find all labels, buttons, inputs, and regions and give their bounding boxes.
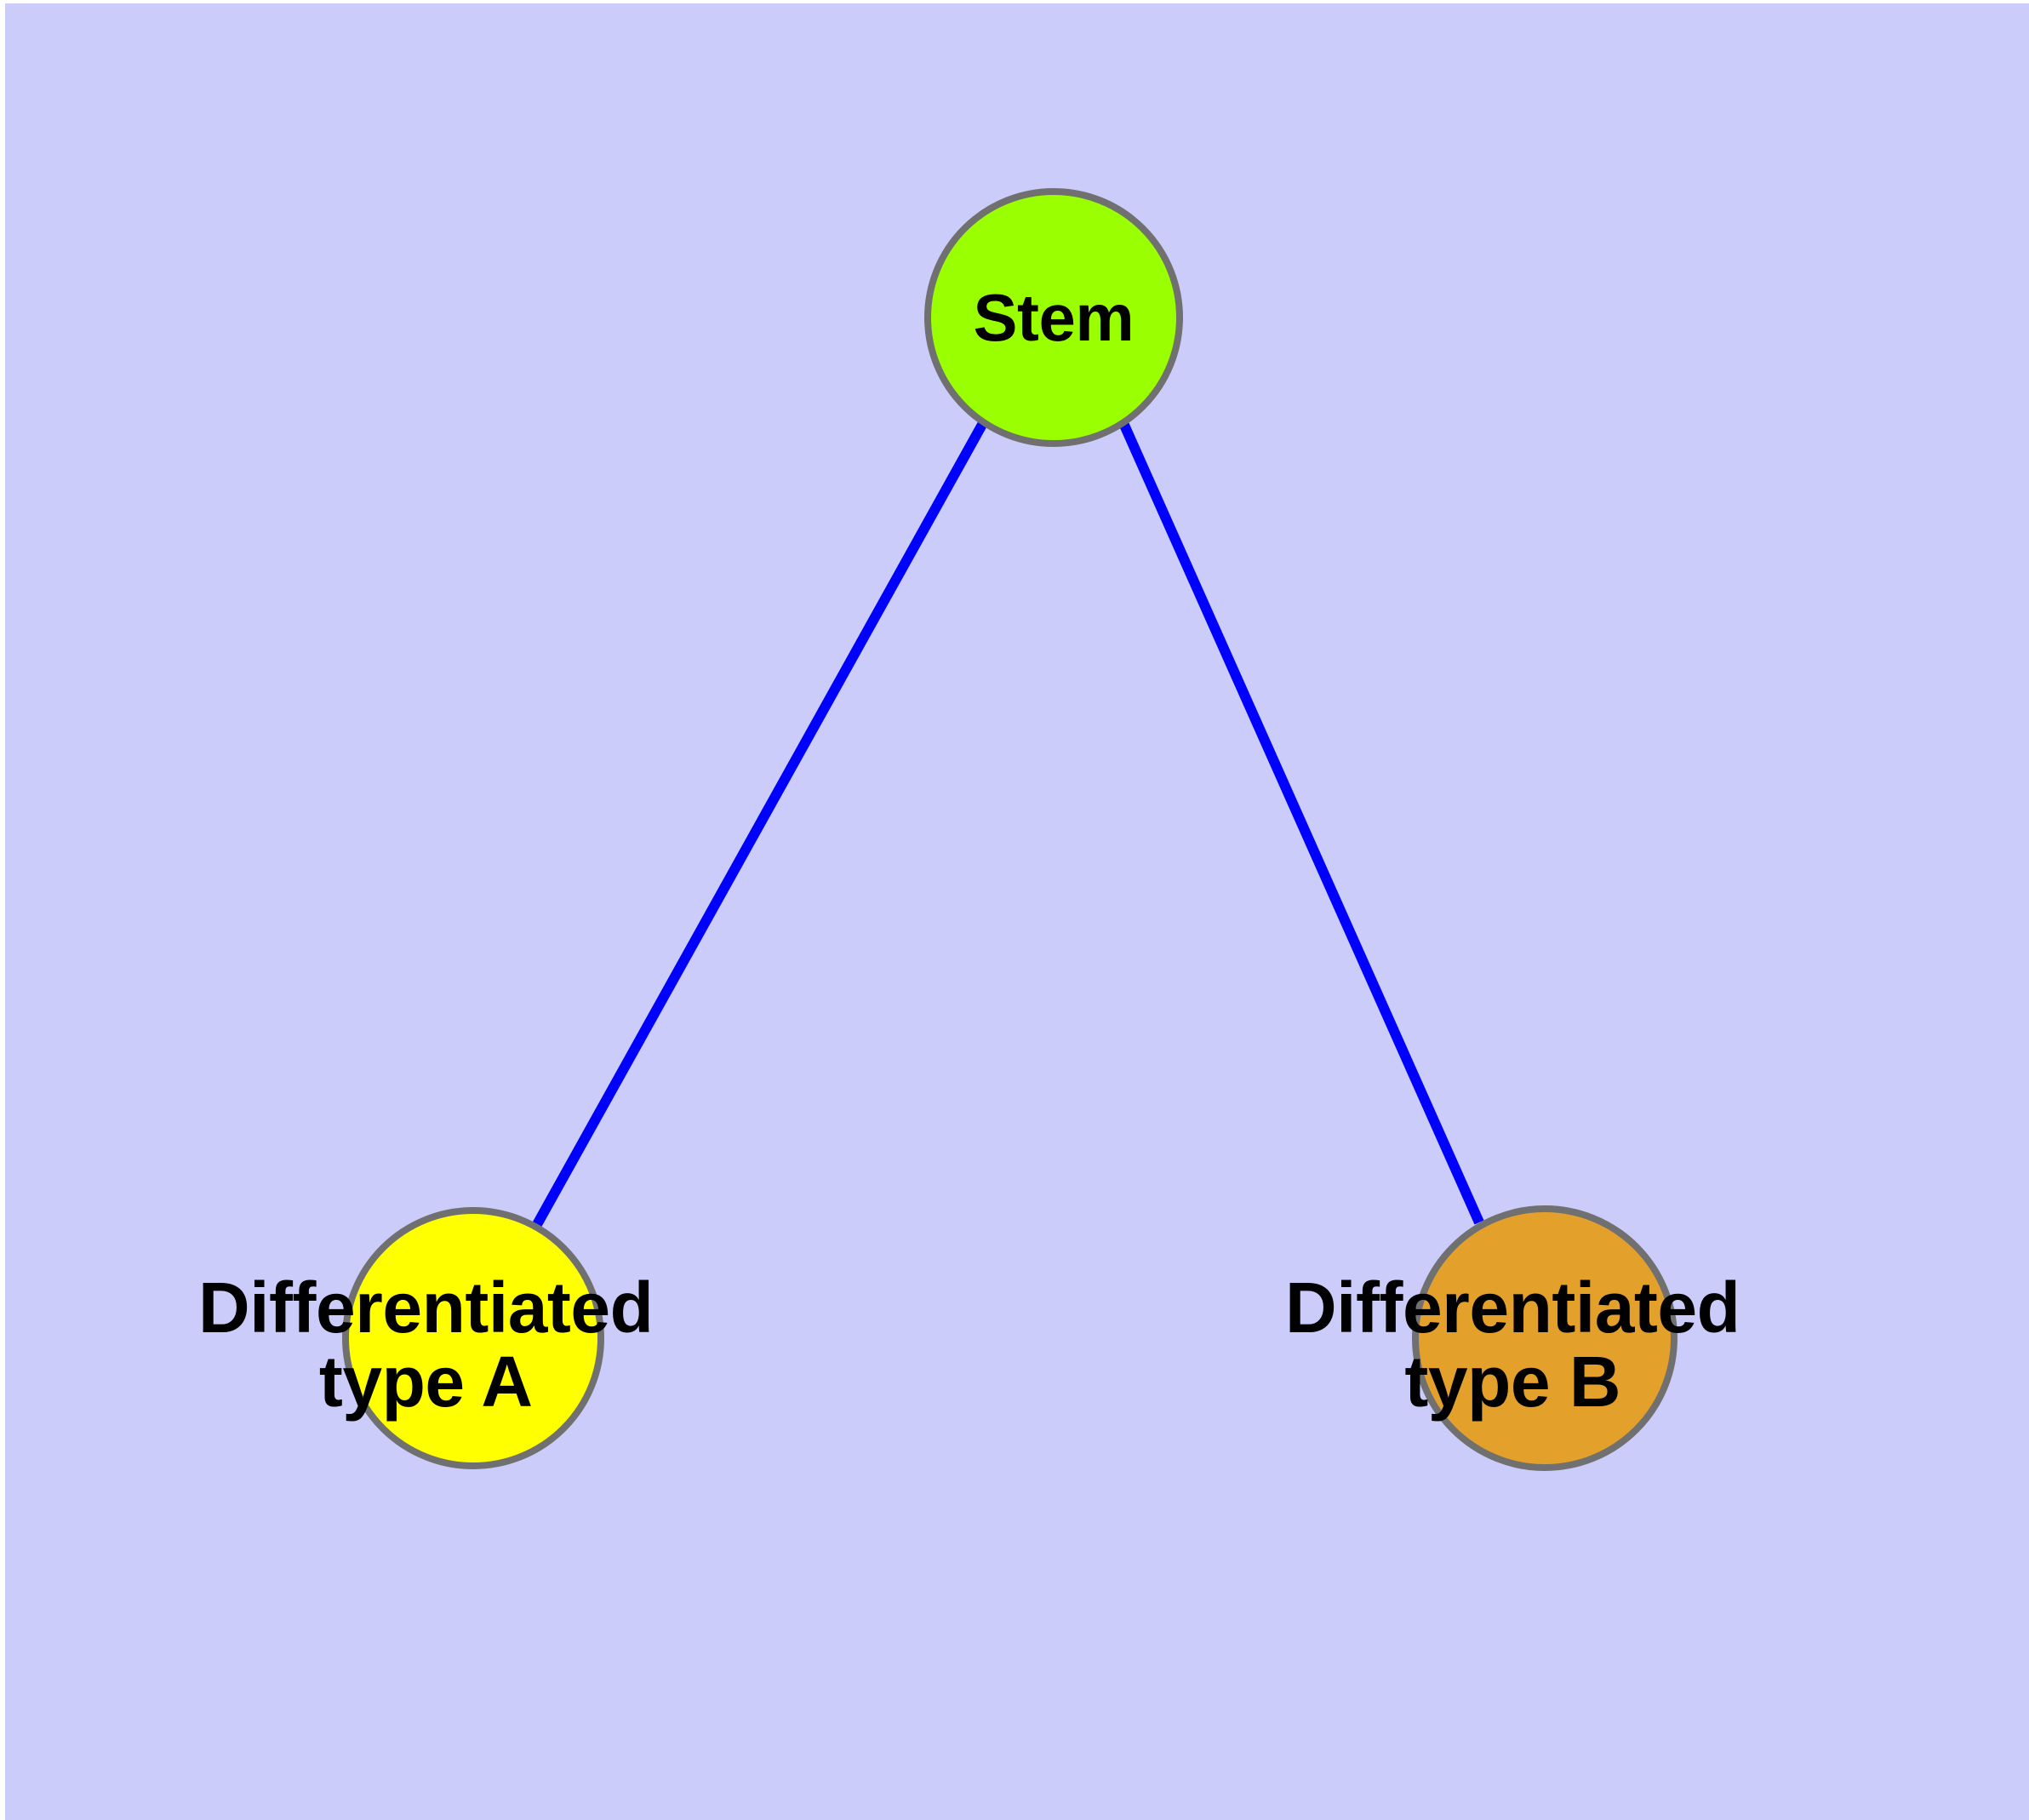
graph-edge[interactable] <box>530 421 988 1230</box>
graph-edge[interactable] <box>1118 421 1484 1225</box>
edges-group <box>530 421 1484 1230</box>
graph-node-stem[interactable] <box>924 188 1183 447</box>
graph-node-diff_a[interactable] <box>342 1207 604 1469</box>
graph-node-diff_b[interactable] <box>1412 1205 1677 1471</box>
nodes-group <box>342 188 1677 1471</box>
